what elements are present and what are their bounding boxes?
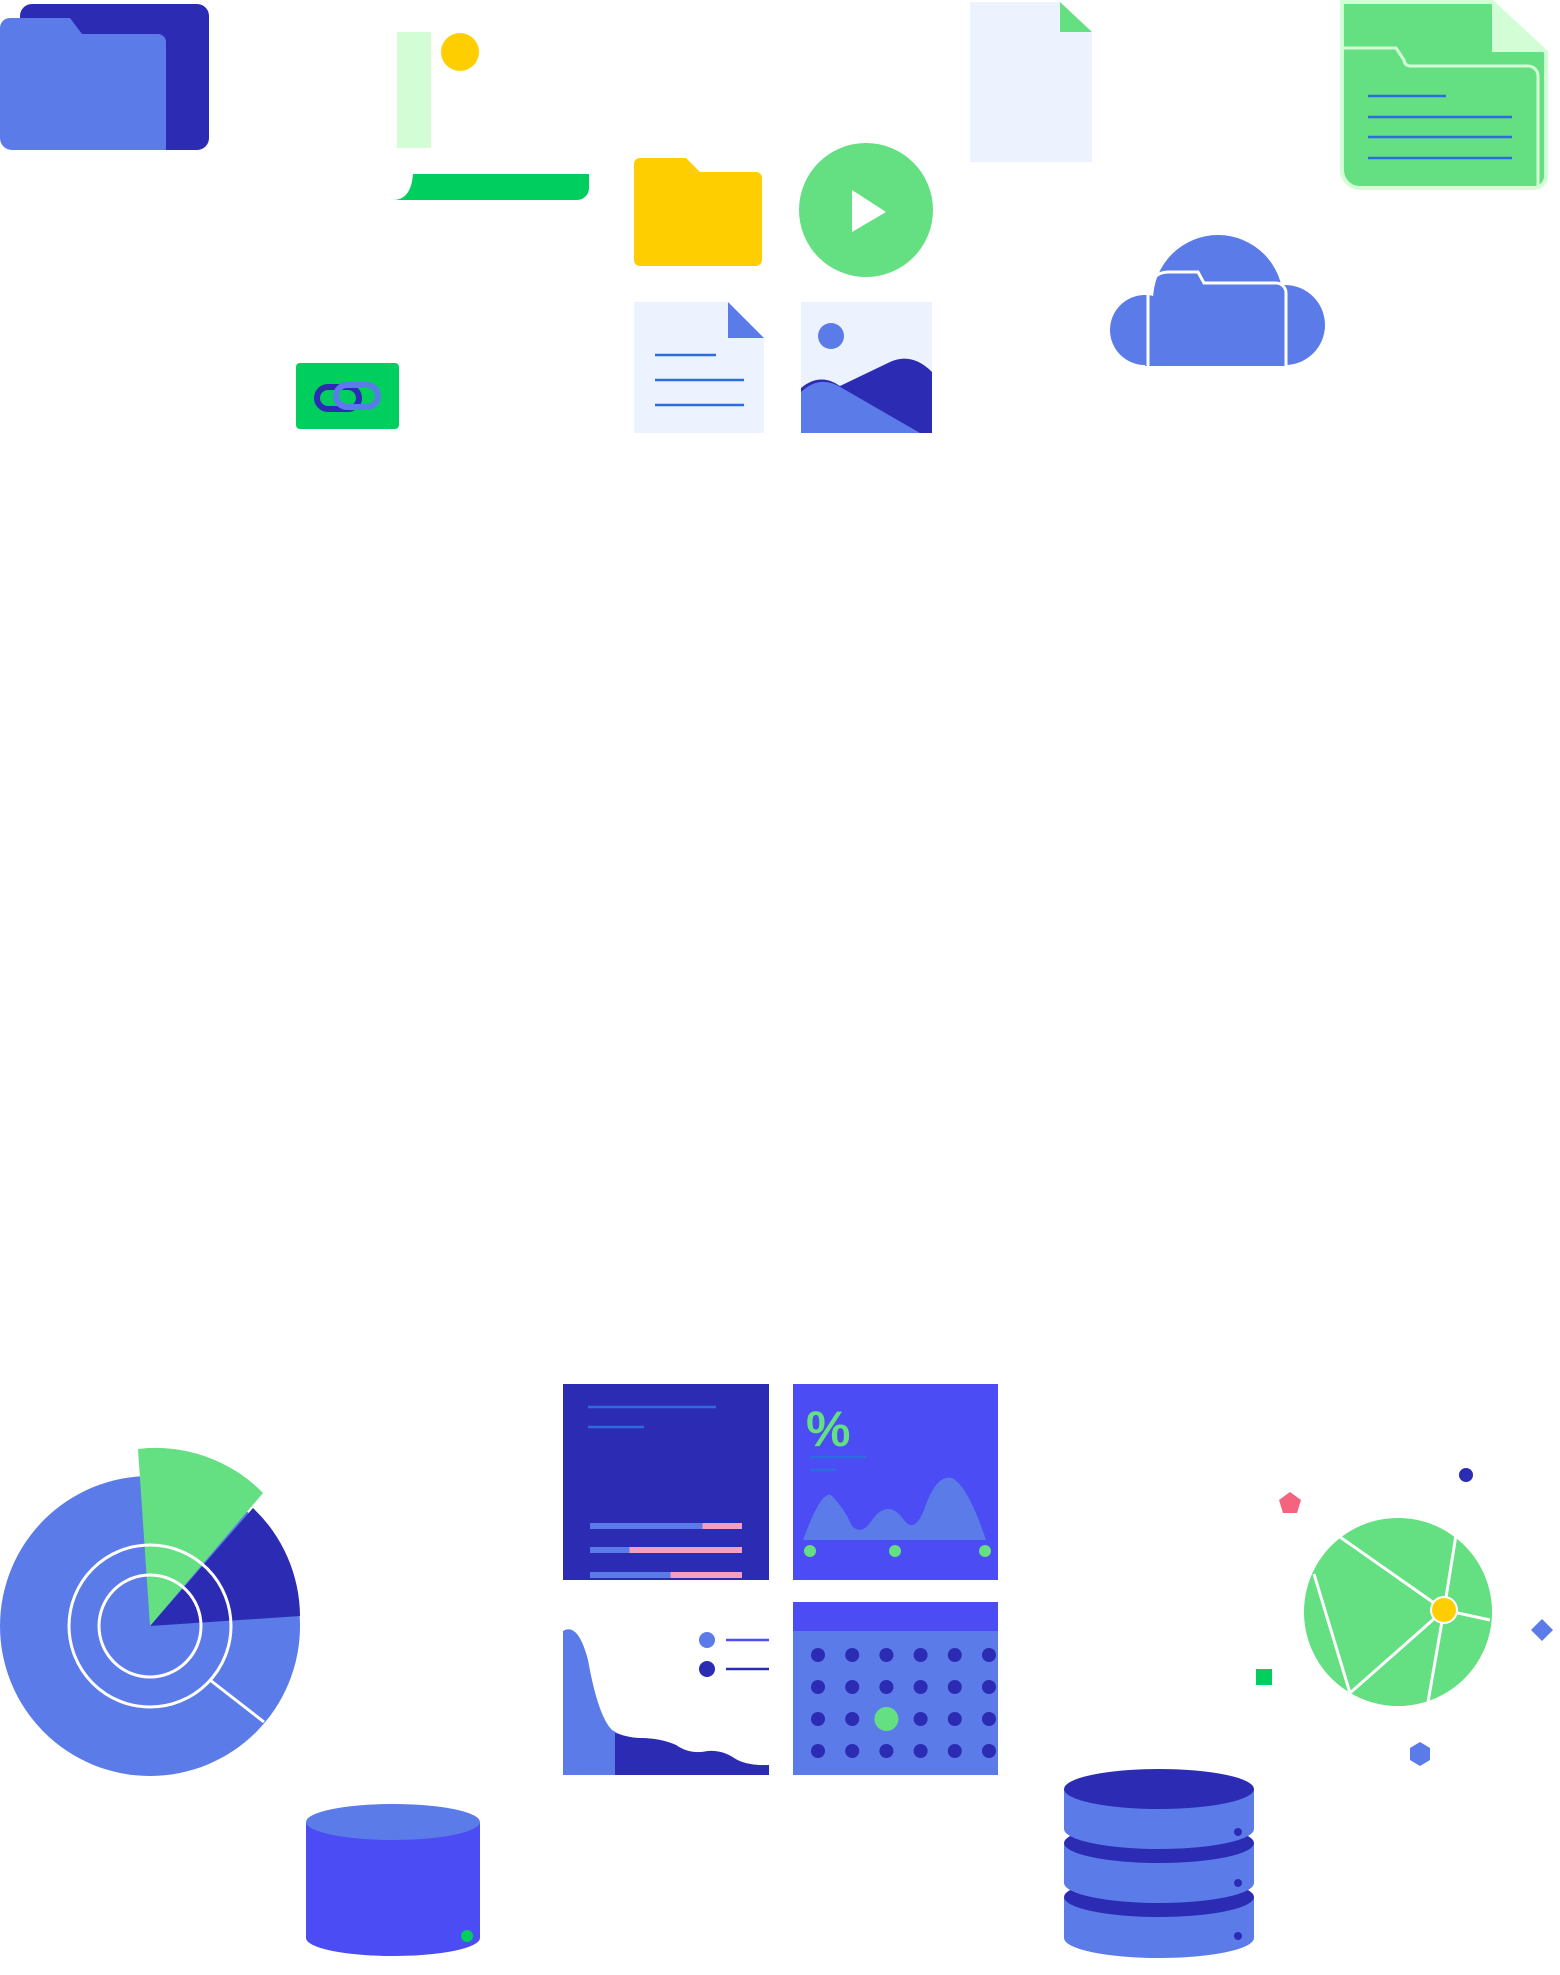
progress-fill <box>590 1523 703 1529</box>
calendar-dot <box>879 1680 894 1694</box>
document-icon <box>970 2 1092 162</box>
calendar-grid-icon <box>793 1602 998 1775</box>
cloud-folder-icon <box>1110 235 1325 366</box>
folder-icon <box>634 158 762 266</box>
radar-chart-icon <box>0 1447 300 1776</box>
calendar-dot <box>879 1648 894 1662</box>
decorative-shapes-icon <box>1256 1468 1553 1766</box>
calendar-dot <box>913 1680 928 1694</box>
calendar-dot <box>811 1648 825 1662</box>
calendar-dot <box>811 1744 825 1758</box>
calendar-dot <box>947 1712 962 1726</box>
network-globe-icon <box>1304 1518 1492 1706</box>
play-icon <box>799 143 933 277</box>
server-stack-icon <box>1064 1769 1254 1958</box>
calendar-dot <box>845 1744 860 1758</box>
calendar-dot <box>947 1648 962 1662</box>
calendar-dot <box>879 1744 894 1758</box>
calendar-dots <box>811 1648 996 1758</box>
calendar-dot <box>845 1648 860 1662</box>
calendar-dot <box>947 1680 962 1694</box>
calendar-dot <box>913 1744 928 1758</box>
folder-icon <box>0 4 209 150</box>
percent-glyph: % <box>806 1401 850 1457</box>
calendar-dot <box>982 1680 996 1694</box>
calendar-dot <box>982 1744 996 1758</box>
progress-fill <box>590 1572 671 1578</box>
calendar-dot <box>845 1712 860 1726</box>
calendar-dot <box>982 1648 996 1662</box>
calendar-dot <box>913 1712 928 1726</box>
report-panel-icon <box>563 1384 769 1580</box>
progress-bars <box>590 1523 742 1578</box>
folder-document-icon <box>1340 0 1548 190</box>
calendar-dot <box>947 1744 962 1758</box>
image-icon <box>801 302 932 433</box>
calendar-dot <box>913 1648 928 1662</box>
calendar-dot <box>811 1712 825 1726</box>
calendar-dot-selected <box>874 1707 899 1731</box>
progress-fill <box>590 1547 630 1553</box>
area-chart-legend-icon <box>563 1629 769 1775</box>
bar-chart-icon <box>393 32 589 200</box>
database-icon <box>306 1804 480 1956</box>
calendar-dot <box>845 1680 860 1694</box>
percent-wave-chart-icon: % <box>793 1384 998 1580</box>
link-icon <box>296 363 399 429</box>
calendar-dot <box>982 1712 996 1726</box>
document-icon <box>634 302 764 433</box>
progress-track <box>590 1547 742 1553</box>
calendar-dot <box>811 1680 825 1694</box>
